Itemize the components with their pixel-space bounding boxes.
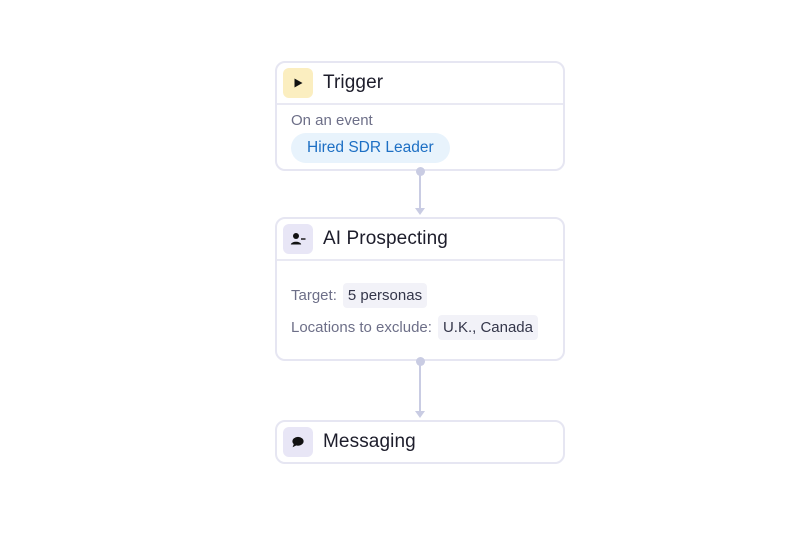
ai-prospecting-node[interactable]: AI Prospecting Target: 5 personas Locati… — [275, 217, 565, 361]
ai-prospecting-node-header: AI Prospecting — [277, 219, 563, 261]
event-chip[interactable]: Hired SDR Leader — [291, 133, 450, 163]
arrow-down-icon — [415, 411, 425, 418]
target-row: Target: 5 personas — [291, 281, 549, 309]
messaging-node-header: Messaging — [277, 422, 563, 462]
locations-row: Locations to exclude: U.K., Canada — [291, 313, 549, 341]
chat-bubble-icon — [283, 427, 313, 457]
trigger-node[interactable]: Trigger On an event Hired SDR Leader — [275, 61, 565, 171]
trigger-node-header: Trigger — [277, 63, 563, 105]
messaging-node[interactable]: Messaging — [275, 420, 565, 464]
trigger-subtitle: On an event — [291, 112, 373, 129]
target-label: Target: — [291, 286, 337, 304]
ai-prospecting-node-title: AI Prospecting — [323, 228, 448, 249]
messaging-node-title: Messaging — [323, 431, 416, 452]
trigger-node-title: Trigger — [323, 72, 384, 93]
user-add-icon — [283, 224, 313, 254]
trigger-node-body: On an event Hired SDR Leader — [277, 105, 563, 163]
locations-value-tag[interactable]: U.K., Canada — [437, 314, 538, 340]
locations-label: Locations to exclude: — [291, 318, 432, 336]
play-icon — [283, 68, 313, 98]
target-value-tag[interactable]: 5 personas — [342, 282, 428, 308]
arrow-down-icon — [415, 208, 425, 215]
ai-prospecting-node-body: Target: 5 personas Locations to exclude:… — [277, 261, 563, 341]
